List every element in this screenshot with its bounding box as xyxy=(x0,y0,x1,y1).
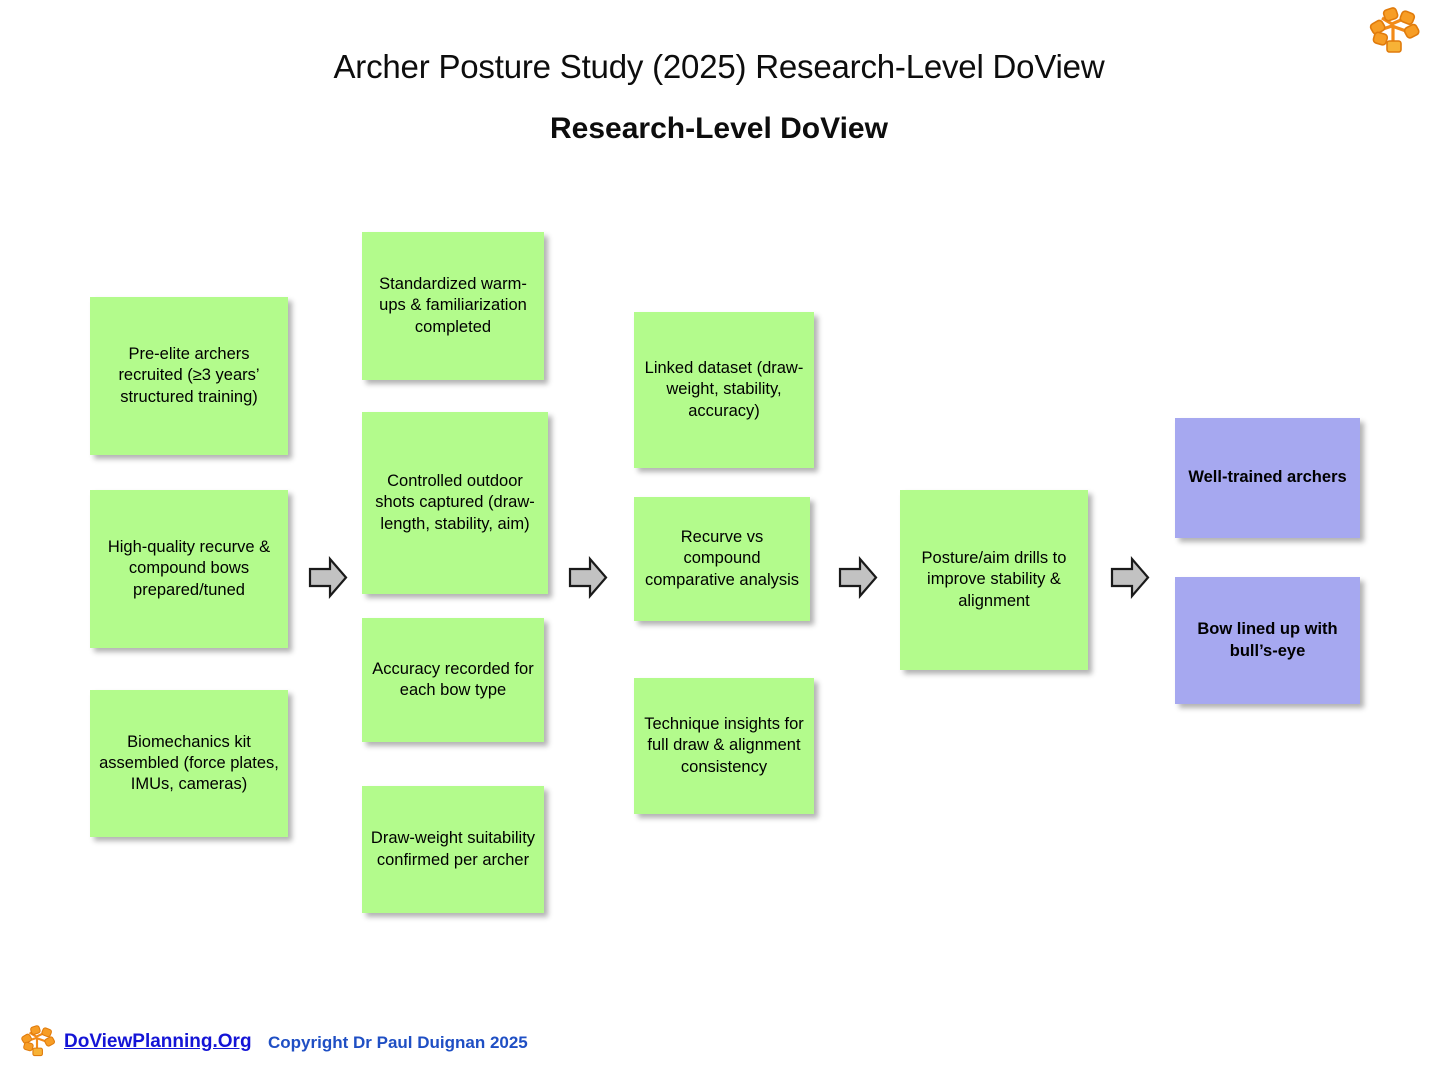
flow-node-label: Technique insights for full draw & align… xyxy=(644,715,804,776)
flow-node-label: Linked dataset (draw-weight, stability, … xyxy=(644,359,804,420)
page-subtitle: Research-Level DoView xyxy=(550,112,888,145)
flow-node-inputs-2[interactable]: High-quality recurve & compound bows pre… xyxy=(90,490,288,648)
flow-node-label: Draw-weight suitability confirmed per ar… xyxy=(370,829,536,869)
flow-node-inputs-3[interactable]: Biomechanics kit assembled (force plates… xyxy=(90,690,288,837)
flow-node-label: Bow lined up with bull’s-eye xyxy=(1197,620,1338,660)
flow-node-label: Well-trained archers xyxy=(1188,468,1347,487)
arrow-analysis-to-intervention-icon xyxy=(838,555,878,600)
flow-node-label: Pre-elite archers recruited (≥3 years’ s… xyxy=(118,345,260,406)
flow-node-label: Recurve vs compound comparative analysis xyxy=(644,528,800,589)
flow-node-analysis-3[interactable]: Technique insights for full draw & align… xyxy=(634,678,814,814)
arrow-inputs-to-data-icon xyxy=(308,555,348,600)
page-title: Archer Posture Study (2025) Research-Lev… xyxy=(333,48,1105,85)
doview-network-logo-footer-icon xyxy=(16,1022,58,1058)
flow-node-outcomes-2[interactable]: Bow lined up with bull’s-eye xyxy=(1175,577,1360,704)
flow-node-label: Biomechanics kit assembled (force plates… xyxy=(99,732,279,794)
flow-node-label: Controlled outdoor shots captured (draw-… xyxy=(375,472,535,533)
flow-node-label: Posture/aim drills to improve stability … xyxy=(921,549,1067,610)
doviewplanning-link[interactable]: DoViewPlanning.Org xyxy=(64,1031,252,1052)
arrow-intervention-to-outcomes-icon xyxy=(1110,555,1150,600)
flow-node-label: High-quality recurve & compound bows pre… xyxy=(107,538,271,599)
flow-node-label: Accuracy recorded for each bow type xyxy=(372,659,534,699)
flow-node-data-collection-3[interactable]: Accuracy recorded for each bow type xyxy=(362,618,544,742)
flow-node-label: Standardized warm-ups & familiarization … xyxy=(379,275,527,336)
doview-network-logo-icon xyxy=(1362,4,1424,54)
copyright-text: Copyright Dr Paul Duignan 2025 xyxy=(268,1033,528,1052)
flow-node-data-collection-2[interactable]: Controlled outdoor shots captured (draw-… xyxy=(362,412,548,594)
flow-node-data-collection-1[interactable]: Standardized warm-ups & familiarization … xyxy=(362,232,544,380)
flow-node-analysis-1[interactable]: Linked dataset (draw-weight, stability, … xyxy=(634,312,814,468)
arrow-data-to-analysis-icon xyxy=(568,555,608,600)
flow-node-data-collection-4[interactable]: Draw-weight suitability confirmed per ar… xyxy=(362,786,544,913)
flow-node-outcomes-1[interactable]: Well-trained archers xyxy=(1175,418,1360,538)
flow-node-inputs-1[interactable]: Pre-elite archers recruited (≥3 years’ s… xyxy=(90,297,288,455)
flow-node-intervention-1[interactable]: Posture/aim drills to improve stability … xyxy=(900,490,1088,670)
flow-node-analysis-2[interactable]: Recurve vs compound comparative analysis xyxy=(634,497,810,621)
